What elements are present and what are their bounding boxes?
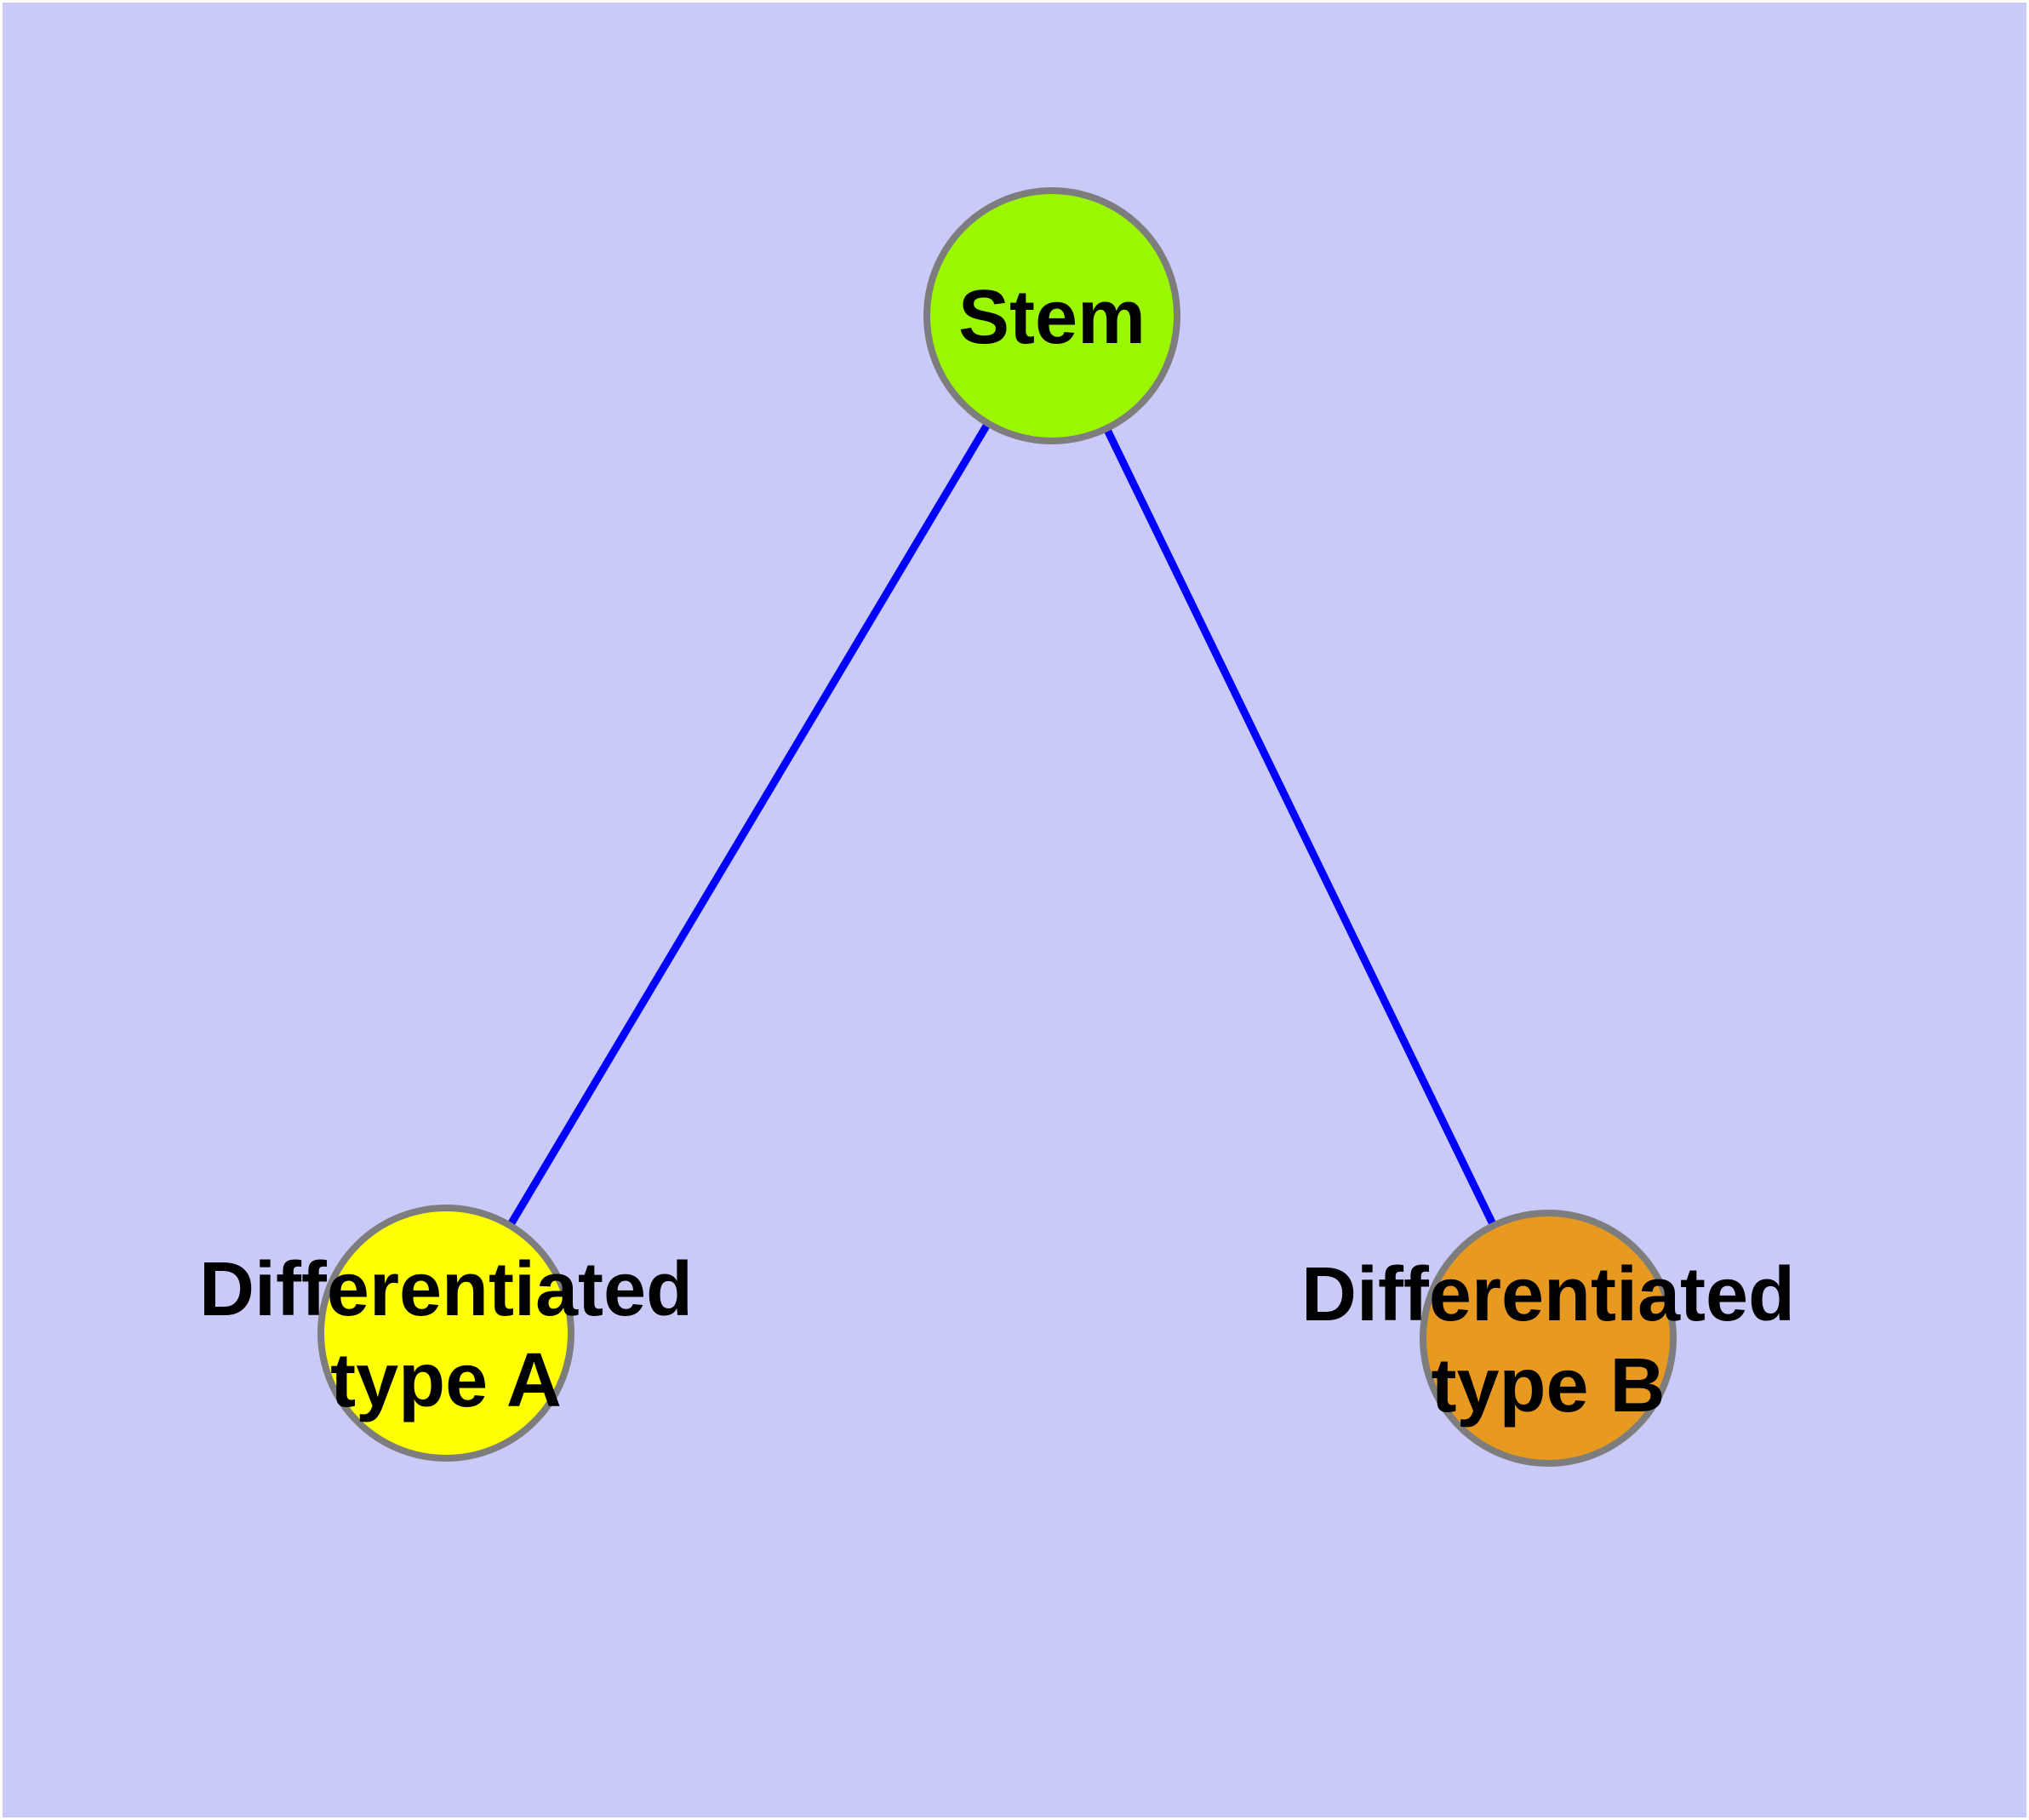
node-stem [923,187,1180,444]
node-differentiated-type-b [1420,1210,1677,1467]
node-type-a-label-line1: Differentiated [199,1247,693,1332]
node-type-a-label-line2: type A [330,1338,562,1423]
node-type-b-label-line1: Differentiated [1301,1252,1795,1337]
edge-stem-to-type-a [442,312,1056,1337]
node-type-b-label-line2: type B [1431,1343,1665,1428]
node-differentiated-type-a [317,1205,574,1462]
node-stem-label: Stem [958,275,1146,360]
edge-stem-to-type-b [1048,312,1552,1342]
